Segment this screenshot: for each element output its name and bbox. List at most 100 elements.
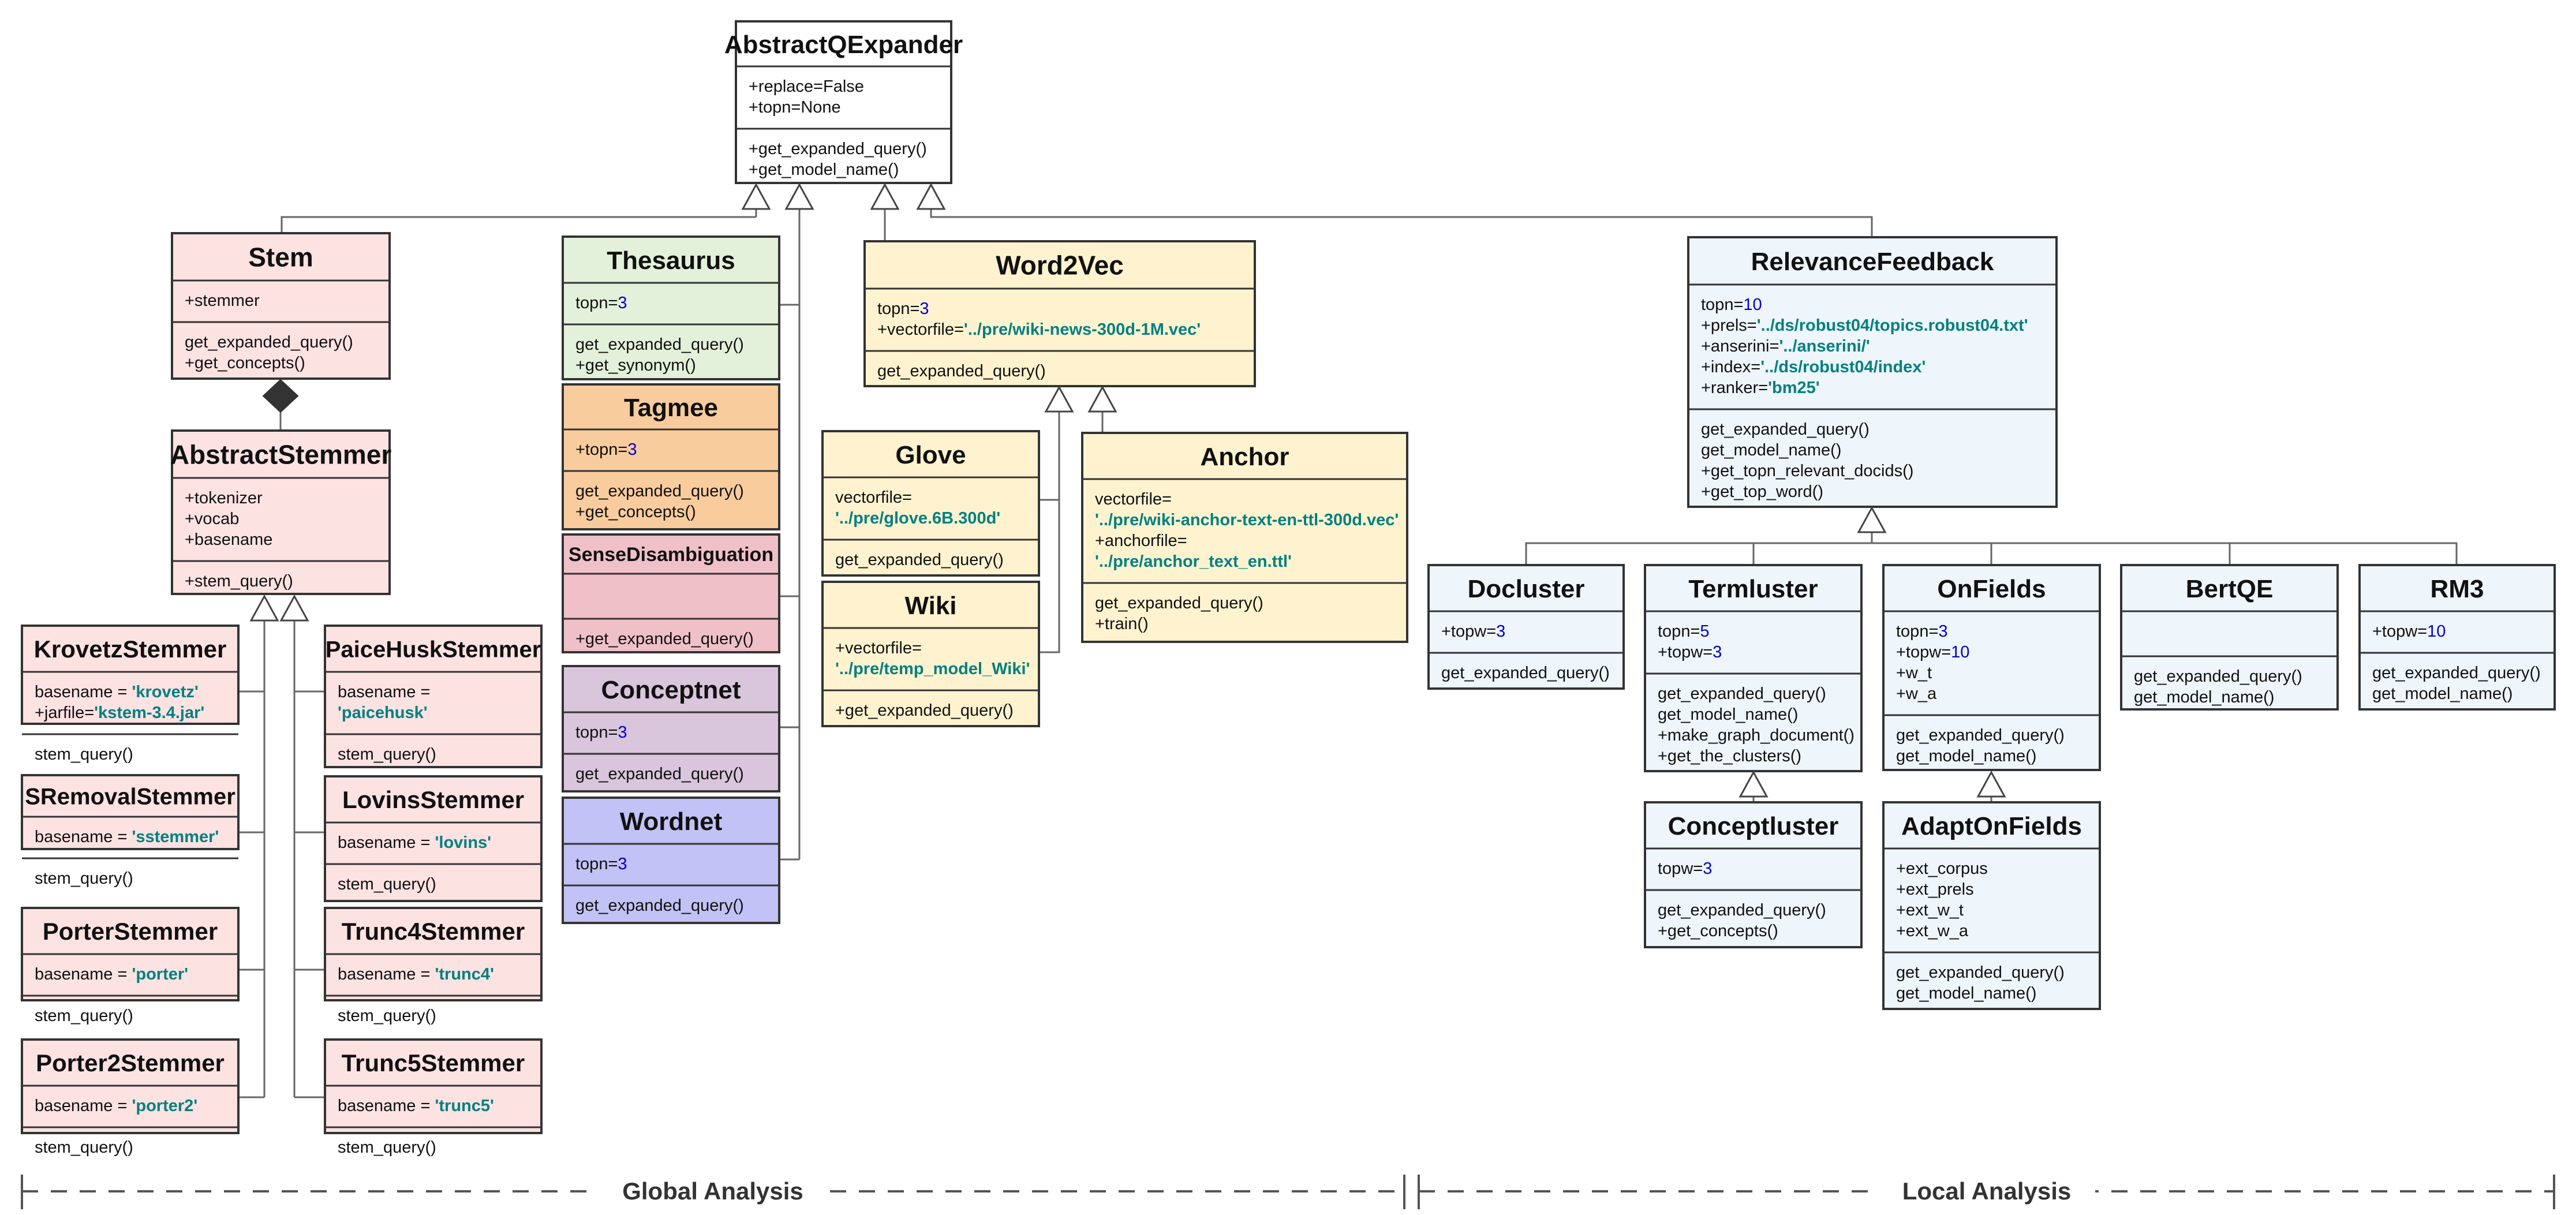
class-box xyxy=(735,20,952,184)
class-method: +train() xyxy=(1095,615,1149,633)
inheritance-arrowhead xyxy=(784,182,814,210)
class-method: get_model_name() xyxy=(1701,441,1841,459)
class-name: Trunc4Stemmer xyxy=(342,918,525,945)
class-sensedisambiguation: SenseDisambiguation+get_expanded_query() xyxy=(562,533,780,653)
class-method: stem_query() xyxy=(35,1007,133,1025)
class-attribute: +topw=3 xyxy=(1658,643,1722,661)
class-name: Thesaurus xyxy=(607,246,735,275)
class-method: stem_query() xyxy=(338,1138,436,1157)
class-attribute: +ext_corpus xyxy=(1896,859,1988,878)
class-attribute: +w_a xyxy=(1896,685,1937,703)
inheritance-arrowhead xyxy=(249,594,279,622)
class-method: +get_the_clusters() xyxy=(1658,747,1801,765)
class-name: RelevanceFeedback xyxy=(1751,248,1994,276)
inheritance-arrowhead xyxy=(1857,506,1887,533)
class-attribute: basename = 'trunc4' xyxy=(338,965,494,984)
class-attribute: +replace=False xyxy=(749,77,864,96)
inheritance-arrowhead xyxy=(1738,770,1769,798)
connector-heads xyxy=(249,182,2006,798)
class-attribute: '../pre/anchor_text_en.ttl' xyxy=(1095,552,1292,571)
class-attribute: +basename xyxy=(185,530,272,549)
class-attribute: topn=3 xyxy=(877,300,929,318)
class-name: SenseDisambiguation xyxy=(569,544,773,566)
class-tagmee: Tagmee+topn=3get_expanded_query()+get_co… xyxy=(562,383,780,530)
class-abstractstemmer: AbstractStemmer+tokenizer+vocab+basename… xyxy=(170,429,392,595)
class-box xyxy=(21,774,240,850)
class-method: +get_concepts() xyxy=(575,503,696,521)
class-method: get_expanded_query() xyxy=(1896,963,2065,982)
class-box xyxy=(821,581,1040,727)
class-adaptonfields: AdaptOnFields+ext_corpus+ext_prels+ext_w… xyxy=(1882,801,2101,1010)
composition-diamond xyxy=(262,379,299,413)
class-bertqe: BertQEget_expanded_query()get_model_name… xyxy=(2120,564,2339,711)
connector-line xyxy=(930,209,1873,237)
class-method: get_model_name() xyxy=(1896,747,2036,765)
class-name: LovinsStemmer xyxy=(342,786,524,813)
class-boxes: AbstractQExpander+replace=False+topn=Non… xyxy=(21,20,2556,1157)
class-method: stem_query() xyxy=(338,875,436,894)
class-method: get_expanded_query() xyxy=(1896,726,2065,745)
class-box xyxy=(21,625,240,725)
class-method: +make_graph_document() xyxy=(1658,726,1855,745)
class-attribute: +anserini='../anserini/' xyxy=(1701,337,1870,356)
class-box xyxy=(1081,432,1408,643)
class-abstractqexpander: AbstractQExpander+replace=False+topn=Non… xyxy=(724,20,963,184)
class-method: stem_query() xyxy=(35,1138,133,1157)
class-box xyxy=(324,625,543,768)
class-method: +get_expanded_query() xyxy=(749,140,927,158)
inheritance-arrowhead xyxy=(1087,385,1117,413)
class-name: AdaptOnFields xyxy=(1901,812,2082,840)
class-method: get_expanded_query() xyxy=(575,482,744,500)
class-name: SRemovalStemmer xyxy=(25,784,235,809)
class-method: +get_model_name() xyxy=(749,160,899,179)
class-attribute: basename = 'sstemmer' xyxy=(35,828,219,846)
class-rm3: RM3+topw=10get_expanded_query()get_model… xyxy=(2358,564,2556,711)
class-box xyxy=(1644,801,1863,948)
class-attribute: +ranker='bm25' xyxy=(1701,379,1820,397)
class-conceptluster: Conceptlustertopw=3get_expanded_query()+… xyxy=(1644,801,1863,948)
class-method: +get_synonym() xyxy=(575,356,696,375)
class-method: get_expanded_query() xyxy=(1658,901,1826,919)
analysis-section-0: Global Analysis xyxy=(21,1175,1405,1209)
class-box xyxy=(562,235,780,380)
inheritance-arrowhead xyxy=(870,182,900,210)
class-box xyxy=(1687,236,2058,508)
section-label-bg xyxy=(1878,1175,2095,1207)
class-attribute: basename = 'porter2' xyxy=(35,1097,197,1115)
class-attribute: +w_t xyxy=(1896,664,1932,682)
class-attribute: +jarfile='kstem-3.4.jar' xyxy=(35,704,204,722)
class-box xyxy=(2358,564,2556,711)
class-box xyxy=(1882,801,2101,1010)
class-attribute: +ext_w_t xyxy=(1896,901,1964,919)
class-method: get_expanded_query() xyxy=(2372,664,2541,682)
class-method: +stem_query() xyxy=(185,572,293,590)
class-wiki: Wiki+vectorfile='../pre/temp_model_Wiki'… xyxy=(821,581,1040,727)
class-method: get_expanded_query() xyxy=(835,551,1004,569)
class-name: RM3 xyxy=(2431,575,2484,603)
class-attribute: +index='../ds/robust04/index' xyxy=(1701,358,1926,376)
class-method: get_model_name() xyxy=(2134,688,2274,706)
class-method: get_expanded_query() xyxy=(185,333,353,352)
class-word2vec: Word2Vectopn=3+vectorfile='../pre/wiki-n… xyxy=(863,240,1256,387)
class-attribute: +stemmer xyxy=(185,291,260,310)
class-attribute: topn=3 xyxy=(1896,622,1948,641)
class-name: Tagmee xyxy=(624,394,718,422)
class-attribute: +anchorfile= xyxy=(1095,532,1187,550)
class-stem: Stem+stemmerget_expanded_query()+get_con… xyxy=(171,232,391,380)
class-method: +get_topn_relevant_docids() xyxy=(1701,462,1913,480)
class-name: PaiceHuskStemmer xyxy=(326,637,541,662)
class-attribute: +vectorfile= xyxy=(835,639,922,657)
class-attribute: +tokenizer xyxy=(185,489,263,507)
connector-lines xyxy=(238,209,2458,1098)
class-name: AbstractStemmer xyxy=(170,440,392,470)
connector-line xyxy=(281,216,756,233)
